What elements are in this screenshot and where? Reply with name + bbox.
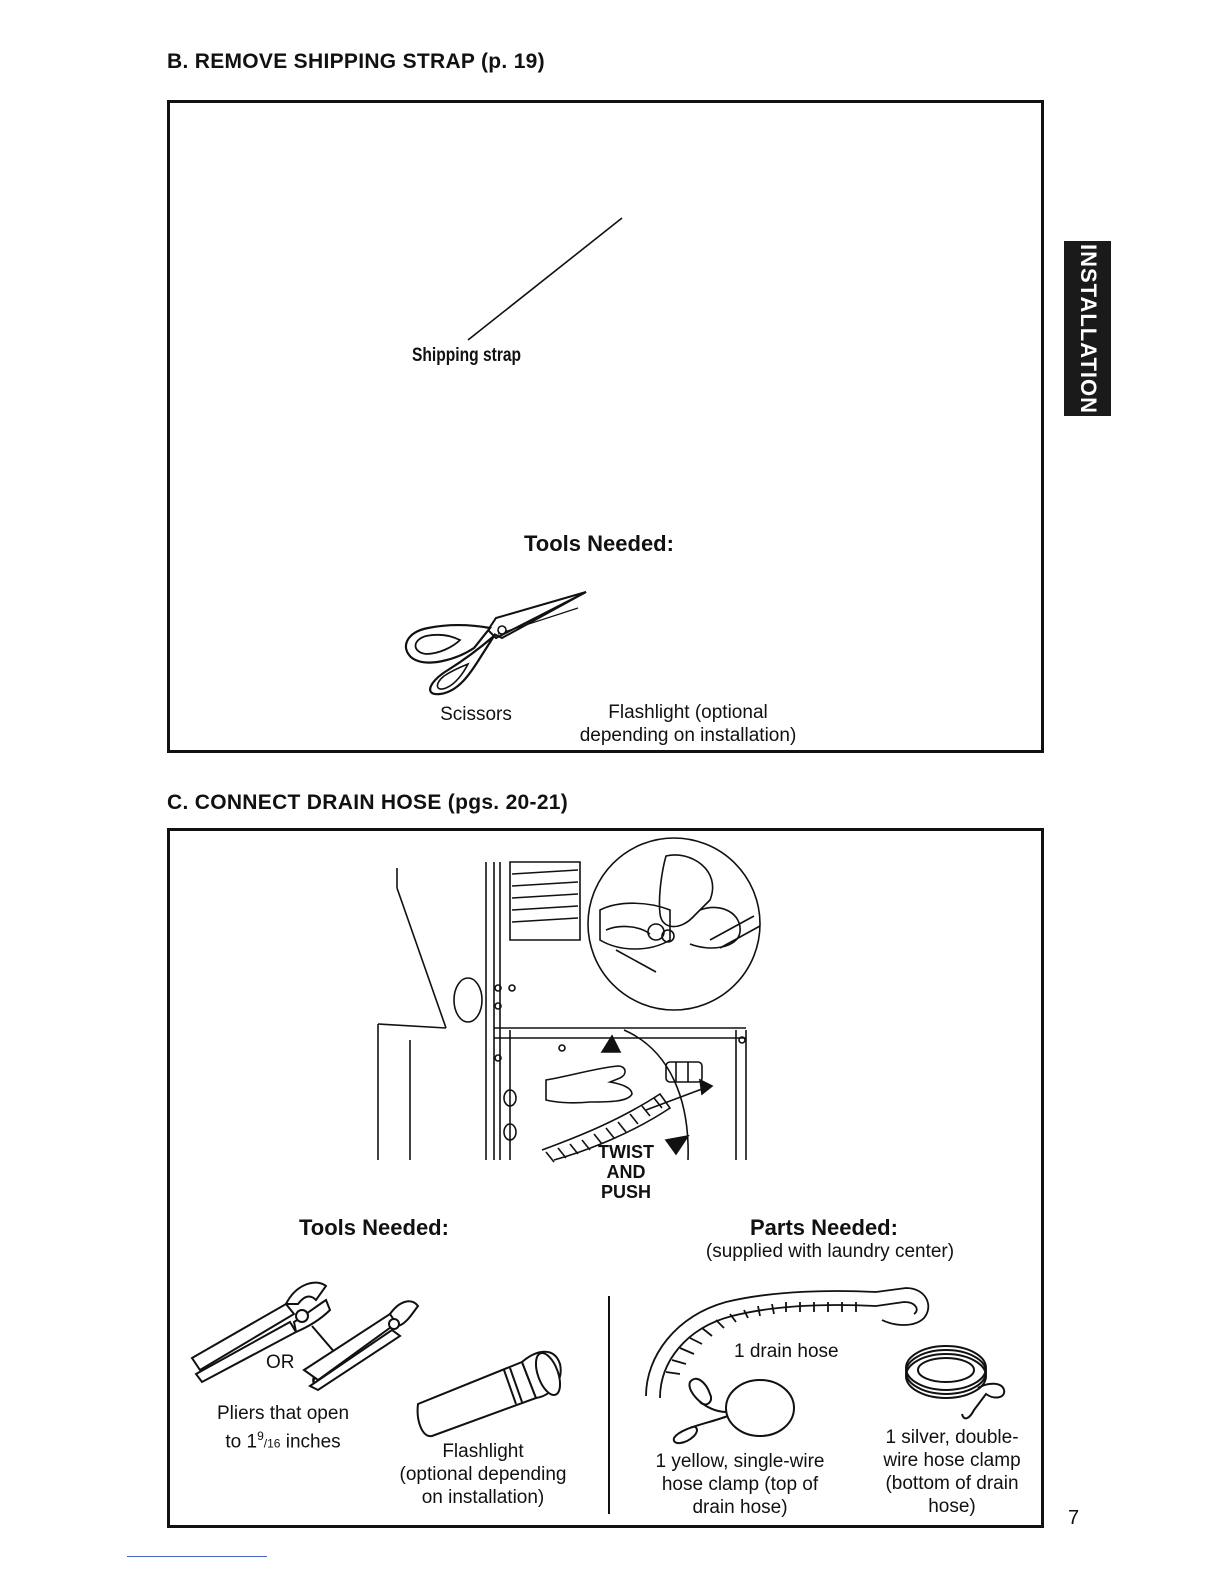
section-b-heading: B. REMOVE SHIPPING STRAP (p. 19): [167, 50, 545, 73]
instruction-line-and: AND: [606, 1162, 646, 1182]
drain-hose-connection-illustration: [377, 837, 761, 1163]
yellow-clamp-label: 1 yellow, single-wire hose clamp (top of…: [640, 1450, 840, 1519]
installation-tab-label: INSTALLATION: [1075, 243, 1101, 414]
flashlight-label-line-2: depending on installation): [579, 725, 797, 746]
parts-subtitle: (supplied with laundry center): [705, 1241, 955, 1262]
twist-and-push-instruction: TWIST AND PUSH: [586, 1142, 666, 1202]
link-underline: [127, 1556, 267, 1557]
flashlight-parts-label: Flashlight (optional depending on instal…: [380, 1440, 586, 1509]
scissors-icon: [404, 591, 587, 696]
flashlight-line-1: Flashlight: [442, 1441, 524, 1462]
flashlight-icon: [416, 1350, 562, 1438]
yellow-clamp-line-3: drain hose): [692, 1497, 788, 1518]
pliers-label-line-1: Pliers that open: [216, 1403, 350, 1424]
yellow-clamp-line-2: hose clamp (top of: [661, 1474, 819, 1495]
drain-hose-label: 1 drain hose: [734, 1341, 839, 1362]
silver-clamp-line-1: 1 silver, double-: [885, 1427, 1019, 1448]
page-number: 7: [1068, 1507, 1080, 1529]
instruction-line-push: PUSH: [600, 1182, 651, 1202]
tools-parts-divider: [608, 1296, 610, 1514]
pliers-size-sup: 9: [257, 1429, 264, 1443]
flashlight-line-3: on installation): [421, 1487, 545, 1508]
silver-double-wire-clamp-icon: [905, 1345, 1006, 1420]
yellow-clamp-line-1: 1 yellow, single-wire: [655, 1451, 825, 1472]
silver-clamp-line-2: wire hose clamp: [883, 1450, 1021, 1471]
section-c-frame: [167, 828, 1044, 1528]
section-c-tools-title: Tools Needed:: [299, 1215, 449, 1240]
section-c-parts-title: Parts Needed:: [750, 1215, 898, 1240]
pliers-size-sub: /16: [263, 1436, 281, 1451]
silver-clamp-line-4: hose): [928, 1496, 976, 1517]
or-label: OR: [266, 1352, 295, 1373]
pliers-size-prefix: to 1: [225, 1431, 258, 1453]
pliers-label: Pliers that open to 19/16 inches: [190, 1402, 376, 1455]
flashlight-line-2: (optional depending: [399, 1464, 567, 1485]
instruction-line-twist: TWIST: [598, 1142, 654, 1162]
yellow-single-wire-clamp-icon: [672, 1377, 795, 1444]
flashlight-label-line-1: Flashlight (optional: [608, 702, 768, 723]
section-c-heading: C. CONNECT DRAIN HOSE (pgs. 20-21): [167, 791, 569, 814]
section-b-tools-title: Tools Needed:: [524, 531, 674, 556]
silver-clamp-line-3: (bottom of drain: [885, 1473, 1019, 1494]
scissors-label: Scissors: [440, 704, 512, 725]
silver-clamp-label: 1 silver, double- wire hose clamp (botto…: [862, 1426, 1042, 1518]
shipping-strap-callout: Shipping strap: [412, 345, 522, 366]
pliers-icon: [190, 1281, 420, 1392]
section-b-frame: [167, 100, 1044, 753]
pliers-label-line-2: to 19/16 inches: [190, 1425, 376, 1455]
installation-side-tab: INSTALLATION: [1064, 241, 1111, 416]
pliers-size-suffix: inches: [280, 1431, 341, 1453]
drain-hose-icon: [645, 1287, 930, 1399]
